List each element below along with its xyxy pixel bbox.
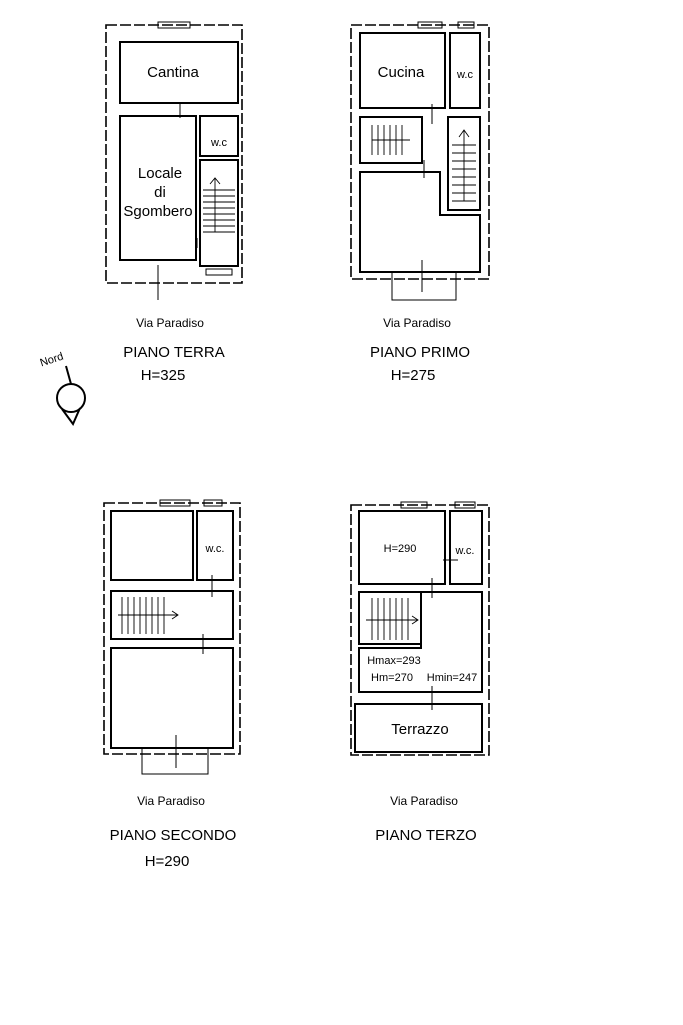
staircase-terzo (366, 598, 419, 640)
north-arrow-icon (65, 365, 72, 385)
room-label-wc-terzo: w.c. (455, 545, 475, 557)
staircase-terra (203, 177, 235, 233)
stair-well-primo-2 (447, 116, 481, 211)
floor-title-terra: PIANO TERRA (123, 344, 224, 361)
room-label-wc-primo: w.c (456, 69, 473, 81)
room-cantina (119, 41, 239, 104)
room-terzo-mansard (358, 591, 483, 693)
balcony-primo (391, 271, 457, 301)
room-wc-terra (199, 115, 239, 157)
room-locale-sgombero (119, 115, 197, 261)
window-mark (457, 21, 475, 29)
room-terzo-north (358, 510, 446, 585)
hm-label: Hm=270 (371, 672, 413, 684)
room-label-wc-secondo: w.c. (205, 543, 225, 555)
room-label-locale-line3: Sgombero (123, 203, 192, 220)
street-label-secondo: Via Paradiso (137, 794, 205, 808)
room-label-cucina: Cucina (378, 64, 425, 81)
compass-circle-icon (56, 383, 86, 413)
room-label-cantina: Cantina (147, 64, 199, 81)
staircase-primo (371, 125, 476, 202)
floor-title-secondo: PIANO SECONDO (110, 827, 237, 844)
floor-title-primo: PIANO PRIMO (370, 344, 470, 361)
window-mark (454, 501, 476, 509)
room-cucina (359, 32, 446, 109)
street-label-terzo: Via Paradiso (390, 794, 458, 808)
room-south-secondo (110, 647, 234, 749)
window-mark (417, 21, 443, 29)
stair-hall-secondo (110, 590, 234, 640)
floor-piano-secondo: w.c. Via Paradiso PIANO SECONDO H=290 (103, 499, 241, 870)
room-label-wc-terra: w.c (210, 137, 227, 149)
street-label-primo: Via Paradiso (383, 316, 451, 330)
floor-piano-terra: Cantina Locale di Sgombero w.c Via Parad… (105, 21, 243, 384)
street-label-terra: Via Paradiso (136, 316, 204, 330)
room-wc-secondo (196, 510, 234, 581)
staircase-secondo (118, 597, 179, 634)
floor-piano-primo: Cucina w.c Via Paradiso PIANO PRIMO H=27… (350, 21, 490, 384)
room-label-terrazzo: Terrazzo (391, 721, 449, 738)
room-main-primo (359, 171, 481, 273)
hmax-label: Hmax=293 (367, 655, 421, 667)
stair-well-primo (359, 116, 423, 164)
floor-height-secondo: H=290 (145, 853, 190, 870)
hmin-label: Hmin=247 (427, 672, 477, 684)
floor-title-terzo: PIANO TERZO (375, 827, 476, 844)
outer-wall-piano-secondo (103, 502, 241, 755)
room-label-locale-line2: di (154, 184, 166, 201)
floor-height-terra: H=325 (141, 367, 186, 384)
stair-well-terra (199, 159, 239, 267)
room-label-locale-line1: Locale (138, 165, 182, 182)
floor-piano-terzo: H=290 w.c. Hmax=293 Hm=270 Hmin=247 Terr… (350, 501, 490, 844)
window-mark (203, 499, 223, 507)
outer-wall-piano-terra (105, 24, 243, 284)
room-north-secondo (110, 510, 194, 581)
floor-height-primo: H=275 (391, 367, 436, 384)
north-compass: Nord (39, 351, 86, 426)
terrace-terzo (354, 703, 483, 753)
room-wc-primo (449, 32, 481, 109)
window-mark (400, 501, 428, 509)
room-label-height-terzo: H=290 (384, 543, 417, 555)
window-mark (157, 21, 191, 29)
outer-wall-piano-terzo (350, 504, 490, 756)
balcony-secondo (141, 747, 209, 775)
compass-label: Nord (39, 351, 65, 370)
window-mark (205, 268, 233, 276)
compass-pointer-icon (61, 407, 81, 426)
window-mark (159, 499, 191, 507)
room-wc-terzo (449, 510, 483, 585)
